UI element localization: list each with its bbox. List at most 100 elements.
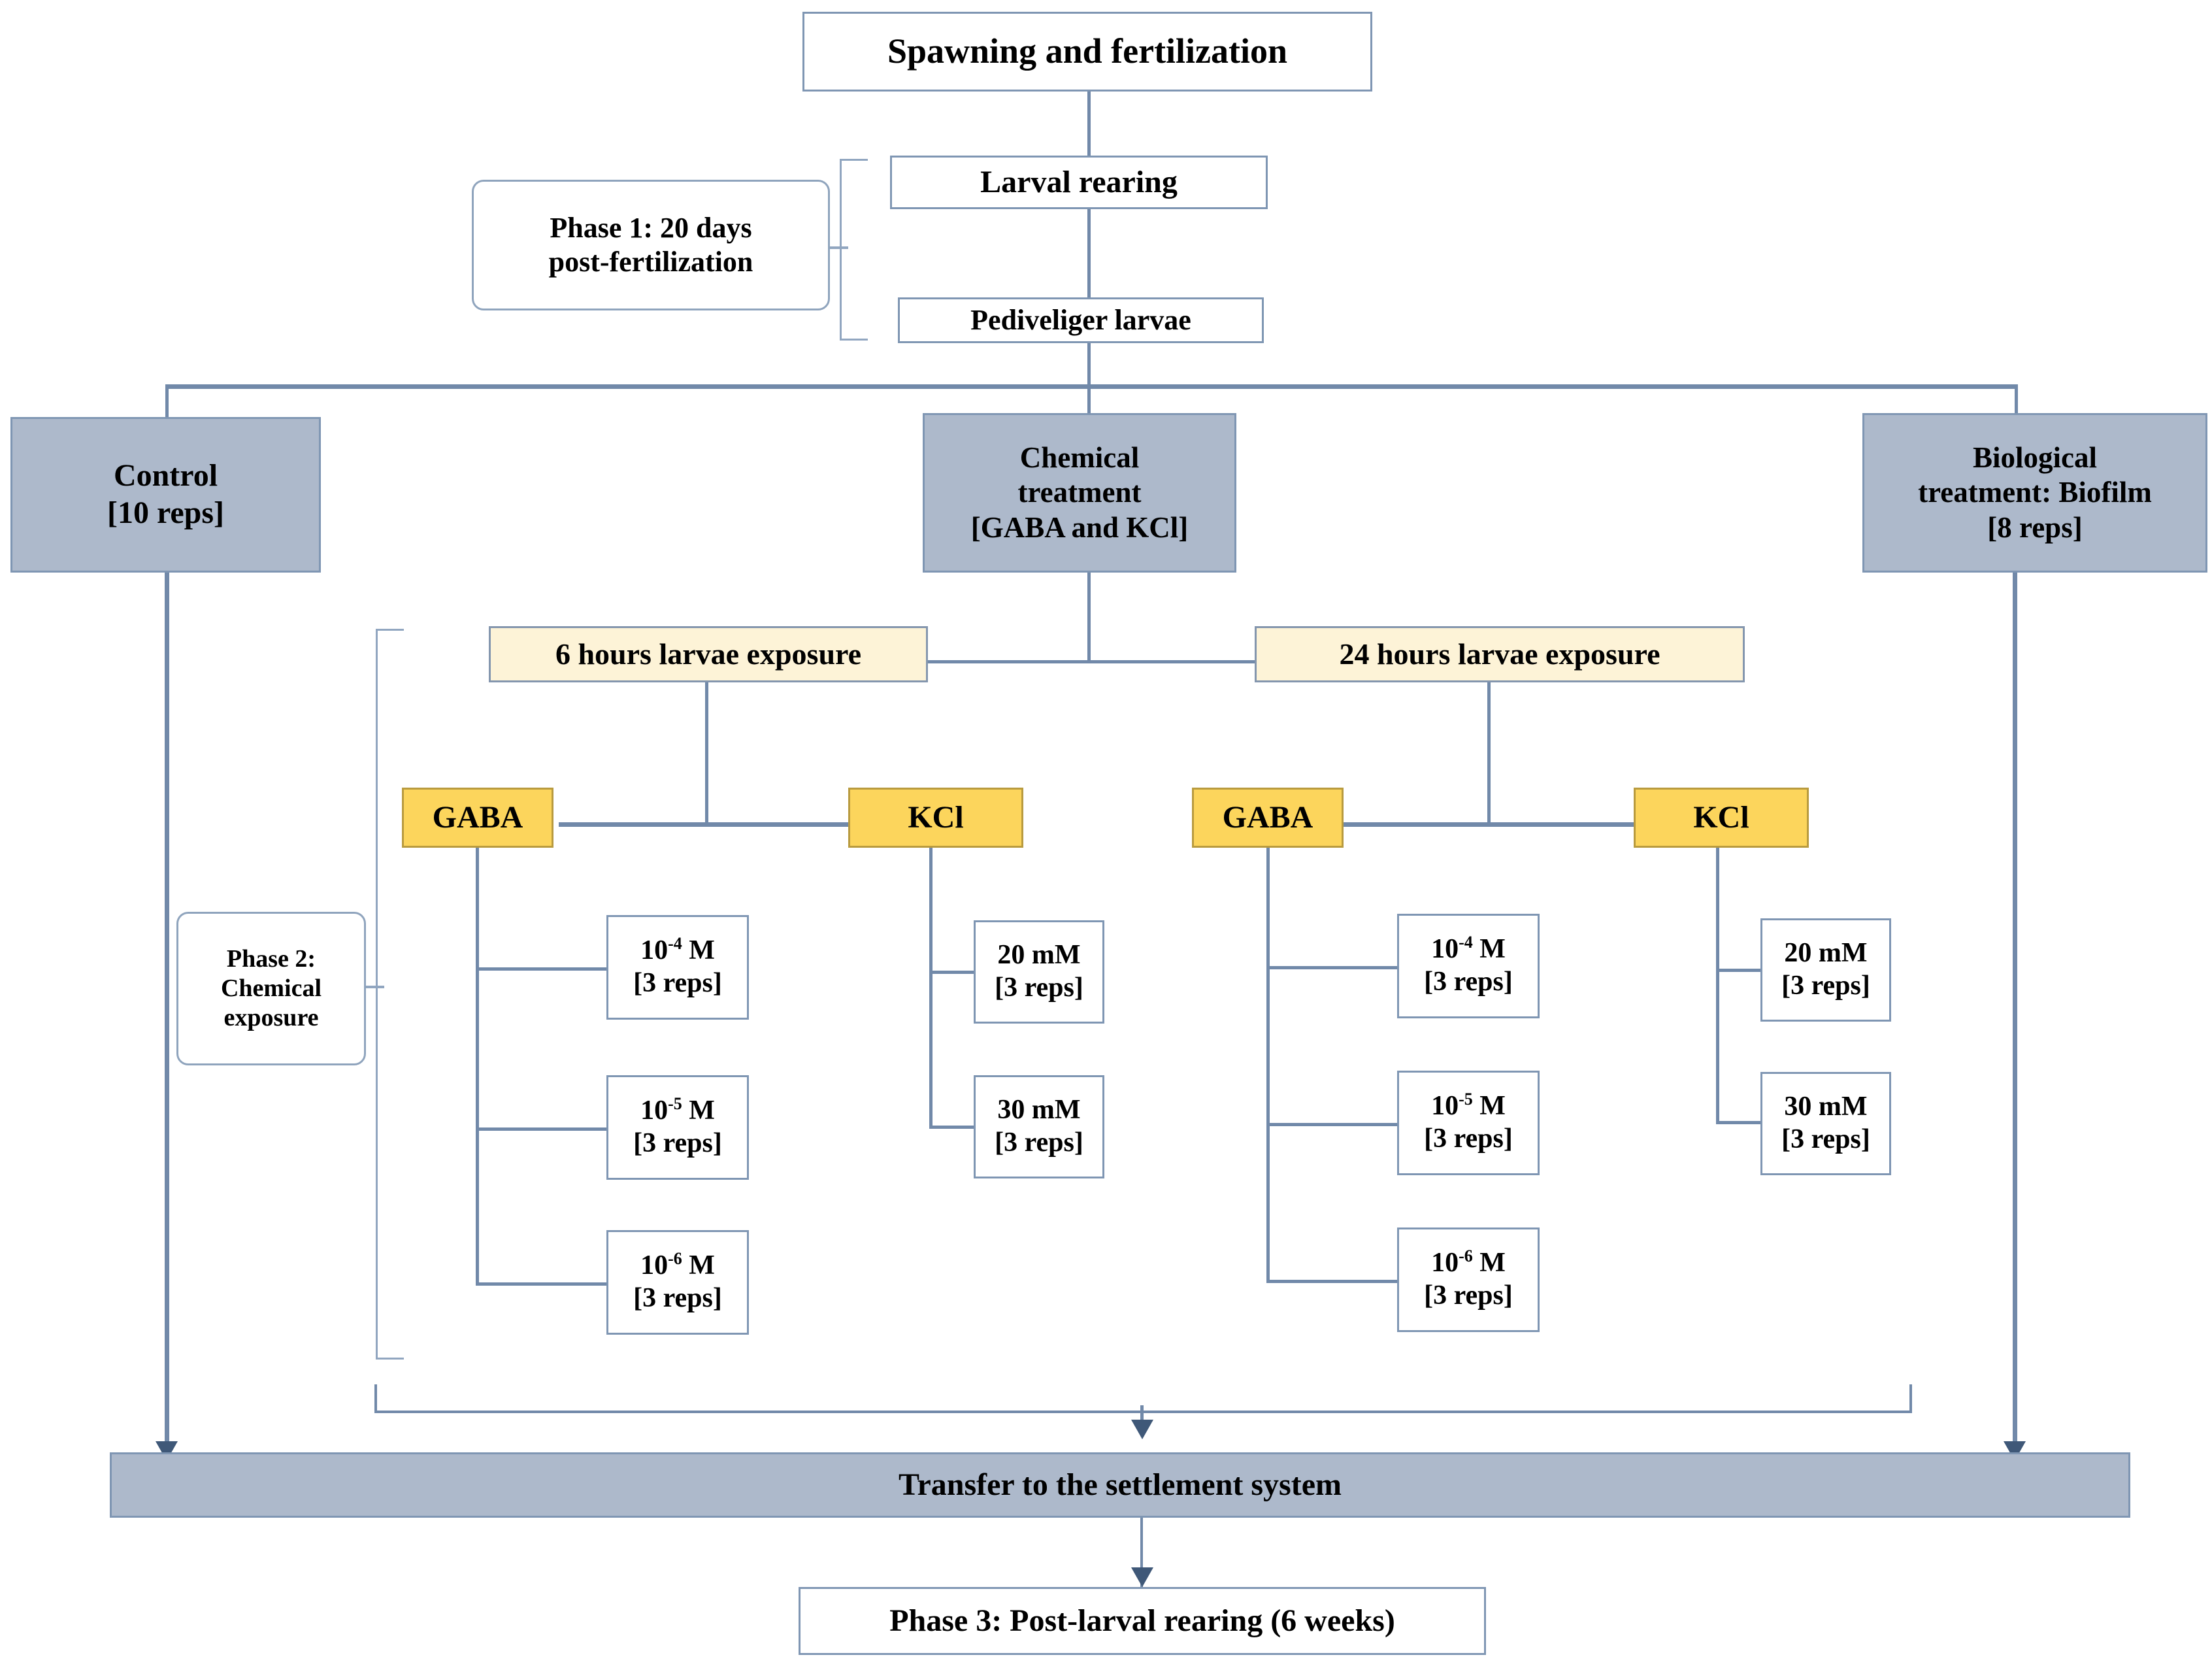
conc-value: 10-4 M [640,934,715,966]
phase2-line-2: Chemical [220,975,322,1003]
connector-to-control [165,386,169,420]
phase1-line-1: Phase 1: 20 days [550,212,752,244]
connector-6h-to-children [559,822,853,827]
conc-reps: [3 reps] [1424,1124,1513,1154]
connector-6h-down [705,680,708,824]
node-control[interactable]: Control [10 reps] [10,417,321,573]
connector-pediveliger-down [1087,340,1091,387]
conc-reps: [3 reps] [1781,1124,1870,1154]
conc-reps: [3 reps] [1424,967,1513,997]
conc-reps: [3 reps] [995,973,1083,1003]
connector-24h-down [1487,680,1491,824]
label-phase-1: Phase 1: 20 days post-fertilization [472,180,830,310]
label-phase-2: Phase 2: Chemical exposure [176,912,366,1065]
connector-transfer-to-phase3 [1140,1516,1143,1588]
bracket-phase2 [376,629,404,1360]
connector-gaba6h-c3 [476,1282,606,1286]
connector-kcl24h-c1 [1716,969,1762,972]
node-gaba-6h[interactable]: GABA [402,788,553,848]
node-exposure-24h[interactable]: 24 hours larvae exposure [1255,626,1745,682]
node-label: GABA [1222,799,1313,835]
node-label: Pediveliger larvae [970,304,1191,337]
connector-gaba24h-c1 [1266,966,1397,969]
node-conc-kcl6h-1[interactable]: 20 mM [3 reps] [974,920,1104,1024]
connector-control-to-transfer [165,570,169,1446]
connector-gaba6h-spine [476,846,479,1284]
phase2-line-3: exposure [223,1003,319,1031]
conc-value: 10-5 M [640,1094,715,1126]
conc-value: 10-5 M [1431,1090,1506,1122]
arrow-transfer-to-phase3 [1131,1567,1153,1587]
node-transfer-to-settlement-system[interactable]: Transfer to the settlement system [110,1452,2130,1518]
connector-spawning-to-larval [1087,92,1091,157]
conc-reps: [3 reps] [1781,971,1870,1001]
node-conc-gaba6h-2[interactable]: 10-5 M [3 reps] [606,1075,749,1180]
connector-gaba24h-spine [1266,846,1270,1281]
node-conc-kcl24h-1[interactable]: 20 mM [3 reps] [1760,918,1891,1022]
node-label: 24 hours larvae exposure [1339,637,1660,671]
node-label: Spawning and fertilization [887,31,1288,71]
connector-chemical-down [1087,570,1091,661]
node-chemical-treatment[interactable]: Chemical treatment [GABA and KCl] [923,413,1236,573]
connector-split-bar [165,384,2018,389]
node-conc-gaba6h-1[interactable]: 10-4 M [3 reps] [606,915,749,1020]
connector-kcl24h-c2 [1716,1121,1762,1124]
connector-larval-to-pediveliger [1087,208,1091,299]
conc-reps: [3 reps] [1424,1280,1513,1311]
node-conc-gaba6h-3[interactable]: 10-6 M [3 reps] [606,1230,749,1335]
node-kcl-24h[interactable]: KCl [1634,788,1809,848]
node-label: GABA [432,799,523,835]
connector-kcl6h-c2 [929,1126,975,1129]
connector-kcl6h-c1 [929,971,975,974]
node-conc-gaba24h-1[interactable]: 10-4 M [3 reps] [1397,914,1540,1018]
chemical-line-3: [GABA and KCl] [970,510,1189,544]
connector-kcl24h-spine [1716,846,1719,1124]
node-label: Larval rearing [980,164,1178,199]
node-spawning-and-fertilization[interactable]: Spawning and fertilization [802,12,1372,92]
conc-reps: [3 reps] [995,1127,1083,1158]
phase2-line-1: Phase 2: [226,945,316,973]
conc-value: 10-6 M [640,1249,715,1281]
conc-value: 20 mM [997,940,1081,971]
node-label: Transfer to the settlement system [898,1467,1342,1502]
bracket-phase1 [840,159,868,341]
conc-reps: [3 reps] [633,968,722,998]
node-pediveliger-larvae[interactable]: Pediveliger larvae [898,297,1264,343]
node-conc-gaba24h-3[interactable]: 10-6 M [3 reps] [1397,1227,1540,1332]
node-exposure-6h[interactable]: 6 hours larvae exposure [489,626,928,682]
node-larval-rearing[interactable]: Larval rearing [890,156,1268,209]
arrow-bracket-to-transfer [1131,1420,1153,1439]
node-label: KCl [908,799,964,835]
control-line-2: [10 reps] [107,495,225,530]
connector-gaba24h-c2 [1266,1123,1397,1126]
biological-line-2: treatment: Biofilm [1918,476,2152,509]
connector-gaba6h-c2 [476,1127,606,1131]
connector-exposure-row [923,660,1263,663]
conc-reps: [3 reps] [633,1128,722,1158]
conc-value: 30 mM [997,1095,1081,1126]
node-conc-gaba24h-2[interactable]: 10-5 M [3 reps] [1397,1071,1540,1175]
chemical-line-1: Chemical [1019,441,1140,475]
connector-bracket-down [1140,1405,1144,1425]
conc-value: 20 mM [1784,938,1868,969]
node-conc-kcl6h-2[interactable]: 30 mM [3 reps] [974,1075,1104,1178]
biological-line-3: [8 reps] [1987,510,2083,544]
node-phase-3[interactable]: Phase 3: Post-larval rearing (6 weeks) [799,1587,1486,1655]
chemical-line-2: treatment [1017,476,1142,509]
conc-value: 10-4 M [1431,933,1506,965]
node-label: Phase 3: Post-larval rearing (6 weeks) [889,1603,1395,1638]
connector-24h-to-children [1333,822,1640,827]
node-conc-kcl24h-2[interactable]: 30 mM [3 reps] [1760,1072,1891,1175]
node-gaba-24h[interactable]: GABA [1192,788,1344,848]
connector-kcl6h-spine [929,846,933,1127]
connector-biological-to-transfer [2013,570,2017,1446]
connector-to-biological [2015,386,2018,420]
node-label: 6 hours larvae exposure [555,637,862,671]
node-biological-treatment[interactable]: Biological treatment: Biofilm [8 reps] [1862,413,2207,573]
connector-gaba24h-c3 [1266,1280,1397,1283]
node-kcl-6h[interactable]: KCl [848,788,1023,848]
connector-gaba6h-c1 [476,967,606,971]
conc-value: 30 mM [1784,1092,1868,1122]
connector-phase1-tick [822,246,848,249]
